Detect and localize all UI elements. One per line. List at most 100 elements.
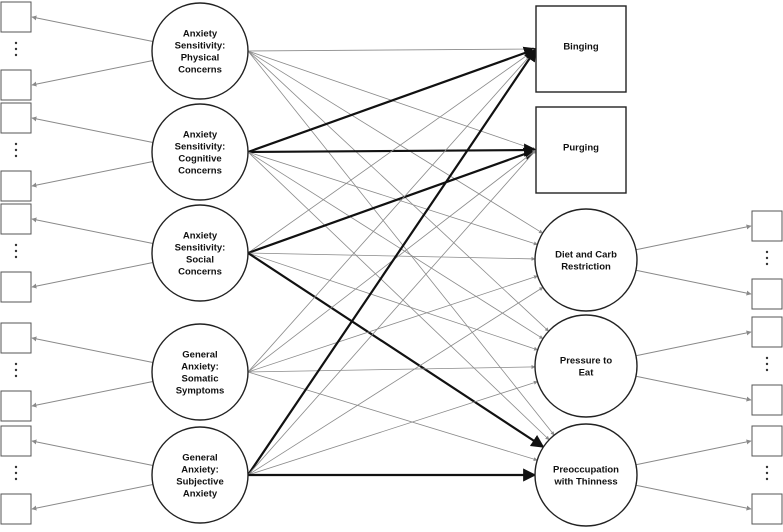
path-ga_som-to-preocc <box>247 371 538 461</box>
pressure-label-line: Eat <box>579 368 595 379</box>
indicator-box <box>751 278 783 310</box>
ellipsis-dot <box>765 477 769 481</box>
indicator-box <box>0 390 32 422</box>
path-as_phys-to-diet <box>247 50 543 234</box>
observed-rect <box>535 106 627 194</box>
ga_subj-label-line: Anxiety: <box>181 465 218 476</box>
ellipsis-dot <box>14 368 18 372</box>
ga_subj-label-line: General <box>182 453 217 464</box>
preocc-label-line: with Thinness <box>553 477 617 488</box>
as_soc-label-line: Concerns <box>178 267 222 278</box>
path-as_phys-to-binging <box>247 47 537 52</box>
latent-circle <box>151 103 249 201</box>
indicator-box <box>751 316 783 348</box>
indicator-box <box>0 203 32 235</box>
ga_som-label-line: General <box>182 350 217 361</box>
indicator-arrow <box>31 336 154 364</box>
outcome-node-purging: Purging <box>535 106 627 194</box>
path-layer <box>247 46 555 482</box>
ellipsis-dot <box>14 41 18 45</box>
ellipsis-dot <box>765 250 769 254</box>
binging-label-line: Binging <box>563 42 599 53</box>
as_phys-label-line: Concerns <box>178 65 222 76</box>
indicator-box <box>751 493 783 525</box>
diet-label-line: Diet and Carb <box>555 250 617 261</box>
indicator-group-as_phys <box>0 1 154 101</box>
as_phys-label-line: Anxiety <box>183 29 218 40</box>
indicator-arrow <box>31 116 154 144</box>
path-as_cog-to-pressure <box>247 151 544 340</box>
ellipsis-dot <box>14 148 18 152</box>
indicator-group-as_soc <box>0 203 154 303</box>
latent-circle <box>151 204 249 302</box>
ga_som-label-line: Anxiety: <box>181 362 218 373</box>
indicator-group-ga_som <box>0 322 154 422</box>
ellipsis-dot <box>14 374 18 378</box>
latent-circle <box>534 314 638 418</box>
indicator-arrow <box>635 224 752 251</box>
ellipsis-dot <box>14 362 18 366</box>
path-as_cog-to-diet <box>247 151 538 246</box>
path-as_soc-to-diet <box>247 252 536 261</box>
node-layer: AnxietySensitivity:PhysicalConcernsAnxie… <box>151 2 638 527</box>
ellipsis-dot <box>14 243 18 247</box>
ellipsis-dot <box>765 368 769 372</box>
ellipsis-dot <box>765 362 769 366</box>
path-as_cog-to-preocc <box>247 151 550 441</box>
as_cog-label-line: Concerns <box>178 166 222 177</box>
pressure-label-line: Pressure to <box>560 356 612 367</box>
indicator-arrow <box>31 217 154 245</box>
indicator-arrow <box>635 269 752 296</box>
indicator-box <box>0 322 32 354</box>
path-as_soc-to-preocc <box>247 252 545 448</box>
indicator-group-ga_subj <box>0 425 154 525</box>
latent-circle <box>151 426 249 524</box>
path-as_cog-to-binging <box>247 46 538 154</box>
path-as_soc-to-pressure <box>247 252 539 351</box>
as_phys-label-line: Physical <box>181 53 220 64</box>
as_cog-label-line: Cognitive <box>178 154 221 165</box>
as_soc-label-line: Social <box>186 255 214 266</box>
indicator-arrow <box>31 160 154 188</box>
indicator-arrow <box>31 261 154 289</box>
indicator-box <box>0 1 32 33</box>
ellipsis-dot <box>14 465 18 469</box>
ga_som-label-line: Somatic <box>182 374 219 385</box>
path-as_soc-to-purging <box>247 147 538 255</box>
ga_subj-label-line: Anxiety <box>183 489 218 500</box>
indicator-arrow <box>635 439 752 466</box>
indicator-arrow <box>31 59 154 87</box>
ellipsis-dot <box>14 471 18 475</box>
indicator-group-preocc <box>635 425 783 525</box>
path-ga_subj-to-purging <box>247 149 537 476</box>
purging-label-line: Purging <box>563 143 599 154</box>
latent-circle <box>534 208 638 312</box>
latent-circle <box>151 323 249 421</box>
indicator-arrow <box>31 15 154 43</box>
indicator-arrow <box>635 484 752 511</box>
ellipsis-dot <box>14 47 18 51</box>
indicator-group-diet <box>635 210 783 310</box>
indicator-group-pressure <box>635 316 783 416</box>
as_cog-label-line: Anxiety <box>183 130 218 141</box>
ellipsis-dot <box>14 255 18 259</box>
ga_som-label-line: Symptoms <box>176 386 225 397</box>
path-as_phys-to-preocc <box>247 50 555 436</box>
ellipsis-dot <box>765 262 769 266</box>
path-as_soc-to-binging <box>247 48 537 254</box>
path-ga_som-to-binging <box>247 48 537 373</box>
indicator-arrow <box>31 439 154 467</box>
diet-label-line: Restriction <box>561 262 611 273</box>
indicator-arrow <box>635 330 752 357</box>
ellipsis-dot <box>14 477 18 481</box>
ellipsis-dot <box>765 465 769 469</box>
ellipsis-dot <box>765 356 769 360</box>
ellipsis-dot <box>14 142 18 146</box>
